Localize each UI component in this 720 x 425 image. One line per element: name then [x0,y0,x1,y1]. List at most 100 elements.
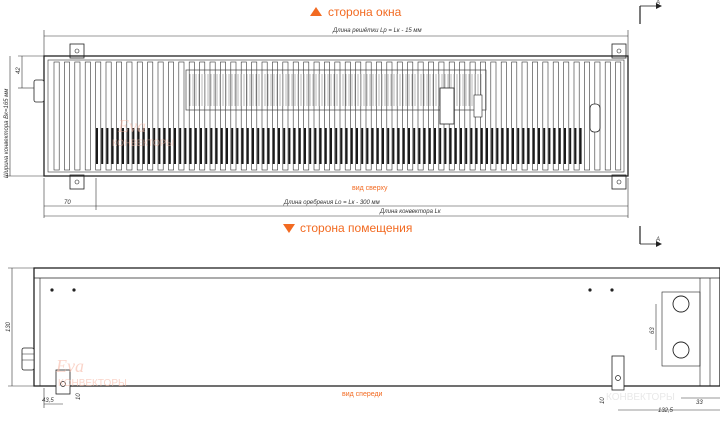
fan-blade [439,128,442,164]
grille-bar [64,61,70,171]
fan-blade [96,128,98,164]
fan-blade [491,128,494,164]
grille-bar [126,61,133,171]
mount-foot-left [55,369,71,395]
fan-blade [179,128,182,164]
fan-blade [168,128,171,164]
grille-length-label: Длина решётки Lр = Lк - 15 мм [332,28,422,34]
fan-blade [527,128,530,164]
grille-bar [240,61,247,171]
window-side-label: сторона окна [328,5,402,19]
fan-blade [340,128,343,164]
mount-foot-hole-left [60,381,66,387]
grille-bar [292,61,299,171]
grille-frame [47,59,625,173]
grille-bar [604,61,611,171]
grille-bar [313,61,320,171]
fan-blade [548,128,551,164]
screw-icon [588,288,592,292]
fan-blade [252,128,254,164]
fan-blade [283,128,286,164]
grille-bar [251,61,258,171]
fan-blade [278,128,280,164]
fan-blade [558,128,561,164]
fan-blade [428,128,431,164]
fan-blade [496,128,499,164]
grille-bar [282,61,289,171]
section-arrowhead-top [656,3,662,9]
fan-blade [324,128,327,164]
section-mark-top: A [655,0,660,6]
valve-connector [473,94,483,118]
fan-blade [272,128,275,164]
fan-blade [356,128,358,164]
fan-blade [200,128,202,164]
fan-blade [387,128,390,164]
dim-132-5-label: 132,5 [658,408,674,414]
fan-blade [506,128,509,164]
grille-bar [417,61,424,171]
grille-bar [532,61,538,171]
mount-hole-tr [616,48,622,54]
fan-blade [293,128,296,164]
grille-bar [573,61,580,171]
triangle-up-icon [310,7,322,16]
grille-bar [84,61,91,171]
mount-hole-br [616,179,622,185]
fan-blade [267,128,270,164]
fan-blade [163,128,166,164]
fan-blade [309,128,312,164]
fan-blade [423,128,426,164]
grille-bar [521,61,528,171]
section-mark-bottom: A [655,237,660,243]
fan-blade [532,128,535,164]
grille-bar [188,61,195,171]
fan-blade [220,128,223,164]
fan-blade [454,128,457,164]
dim-70-label: 70 [64,200,71,206]
watermark-subtitle: КОНВЕКТОРЫ [112,138,174,148]
pipe-stub-front [21,347,35,371]
fan-blade [142,128,145,164]
watermark-subtitle: КОНВЕКТОРЫ [58,378,127,389]
grille-bar [396,61,403,171]
fan-blade [486,128,488,164]
fan-row [96,128,582,164]
grille-bar [365,61,372,171]
watermark-top: Eva КОНВЕКТОРЫ [112,116,174,148]
fan-blade [361,128,364,164]
fan-blade [538,128,540,164]
grille-bar [116,61,122,171]
mount-bracket-tr [611,43,627,59]
fan-blade [382,128,384,164]
fan-blade [350,128,353,164]
fan-blade [392,128,395,164]
fan-blade [319,128,322,164]
fan-blade [304,128,306,164]
grille-bar [407,61,414,171]
fan-blade [231,128,234,164]
watermark-brand: Eva [55,356,84,376]
room-side-label: сторона помещения [300,221,412,235]
fan-blade [465,128,468,164]
grille-bar [230,61,237,171]
dim-10-left-label: 10 [76,393,82,400]
grille-bar [615,61,622,171]
mount-foot-right [611,355,625,391]
grille-bar [178,61,185,171]
fan-blade [371,128,374,164]
convector-housing-front [33,267,720,387]
fan-blade [189,128,192,164]
grille-bar [500,61,507,171]
pipe-stub-left [33,79,45,103]
grille-bar [542,61,549,171]
dim-10-right-label: 10 [600,397,606,404]
grille-bar [511,61,518,171]
screw-icon [610,288,614,292]
watermark-subtitle: КОНВЕКТОРЫ [606,392,675,403]
mount-foot-hole-right [615,375,621,381]
fan-blade [298,128,301,164]
heat-exchanger-fins [189,74,482,106]
grille-bar [220,61,226,171]
fan-blade [418,128,421,164]
